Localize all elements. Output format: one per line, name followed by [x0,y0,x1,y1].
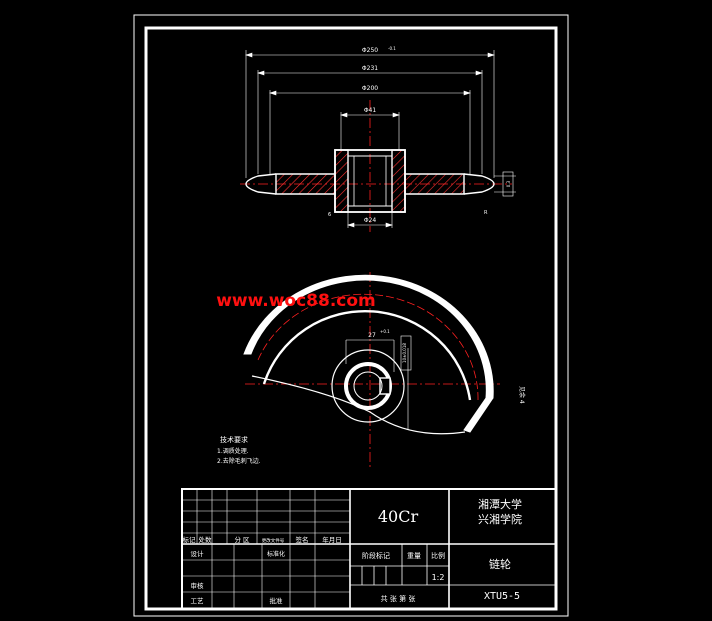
header-count: 处数 [199,535,213,544]
scale-value: 1:2 [432,573,445,582]
hub-dia-label: Φ41 [364,107,377,114]
vertical-tol-label: 10±0.018 [402,343,407,363]
row-stage: 阶段标记 [362,551,390,560]
hub-outer-circle [331,349,405,423]
root-dia-label: Φ231 [362,65,378,72]
hub-left-wall [334,149,349,213]
inner-ring-arc [262,309,472,401]
inner-bore-circle [353,371,383,401]
hub-right-wall [391,149,406,213]
small-r-label: R [484,210,488,216]
tooth-end [463,397,494,433]
row-standard: 标准化 [267,550,285,558]
school-line-1: 湘潭大学 [478,497,522,511]
part-name: 链轮 [489,557,511,571]
break-line [251,375,466,435]
section-view: Φ250 -0.1 Φ231 Φ200 Φ41 Φ24 6 0.3 R [240,46,516,232]
right-tolerance-frame [502,171,514,197]
right-tooth-tip [463,173,495,195]
extension-lines [245,50,495,228]
keyway-tolerance: +0.1 [380,329,390,334]
title-block-text: 40Cr 湘潭大学 兴湘学院 链轮 XTU5-5 1:2 标记 处数 分 区 更… [183,497,523,605]
right-note: 见余 4 [518,386,526,404]
header-date: 年月日 [322,535,342,544]
school-line-2: 兴湘学院 [478,512,522,526]
header-sign: 签名 [296,535,309,544]
row-scale-label: 比例 [431,551,445,560]
material-label: 40Cr [378,507,419,526]
bore-dia-label: Φ24 [364,217,377,224]
tech-requirements: 技术要求 1.调质处理. 2.去除毛刺飞边. [217,435,261,465]
sheet-border [133,14,569,617]
vertical-tol-frame [400,335,412,371]
front-view: 27 +0.1 10±0.018 见余 4 www.woc88.com [216,272,526,470]
header-change-doc: 更改文件号 [262,537,285,544]
header-zone: 分 区 [234,535,250,544]
left-small-mark: 6 [328,212,331,218]
row-review: 审核 [191,581,205,590]
sheets-label: 共 张 第 张 [381,594,416,603]
keyway-depth-label: 27 [368,332,376,339]
left-tooth-disk [275,173,336,195]
row-weight: 重量 [407,552,421,560]
mid-dia-label: Φ200 [362,85,378,92]
dimension-lines [245,52,495,228]
hub-outline [334,149,406,213]
row-design: 设计 [191,549,205,558]
pitch-circle-arc [257,293,479,401]
keyway [379,377,391,395]
left-tooth-tip [245,173,277,195]
tech-item-1: 1.调质处理. [217,447,249,455]
right-tooth-disk [404,173,465,195]
title-block [181,488,557,610]
outer-dia-tolerance: -0.1 [388,46,396,51]
tech-heading: 技术要求 [220,435,248,444]
watermark-text: www.woc88.com [216,291,376,311]
side-tolerance-label: 0.3 [506,180,511,187]
tech-item-2: 2.去除毛刺飞边. [217,457,261,465]
header-mark: 标记 [183,535,197,544]
drawing-number: XTU5-5 [484,591,520,602]
row-approve: 批准 [270,596,284,605]
row-process: 工艺 [191,597,205,605]
outer-dia-label: Φ250 [362,47,378,54]
